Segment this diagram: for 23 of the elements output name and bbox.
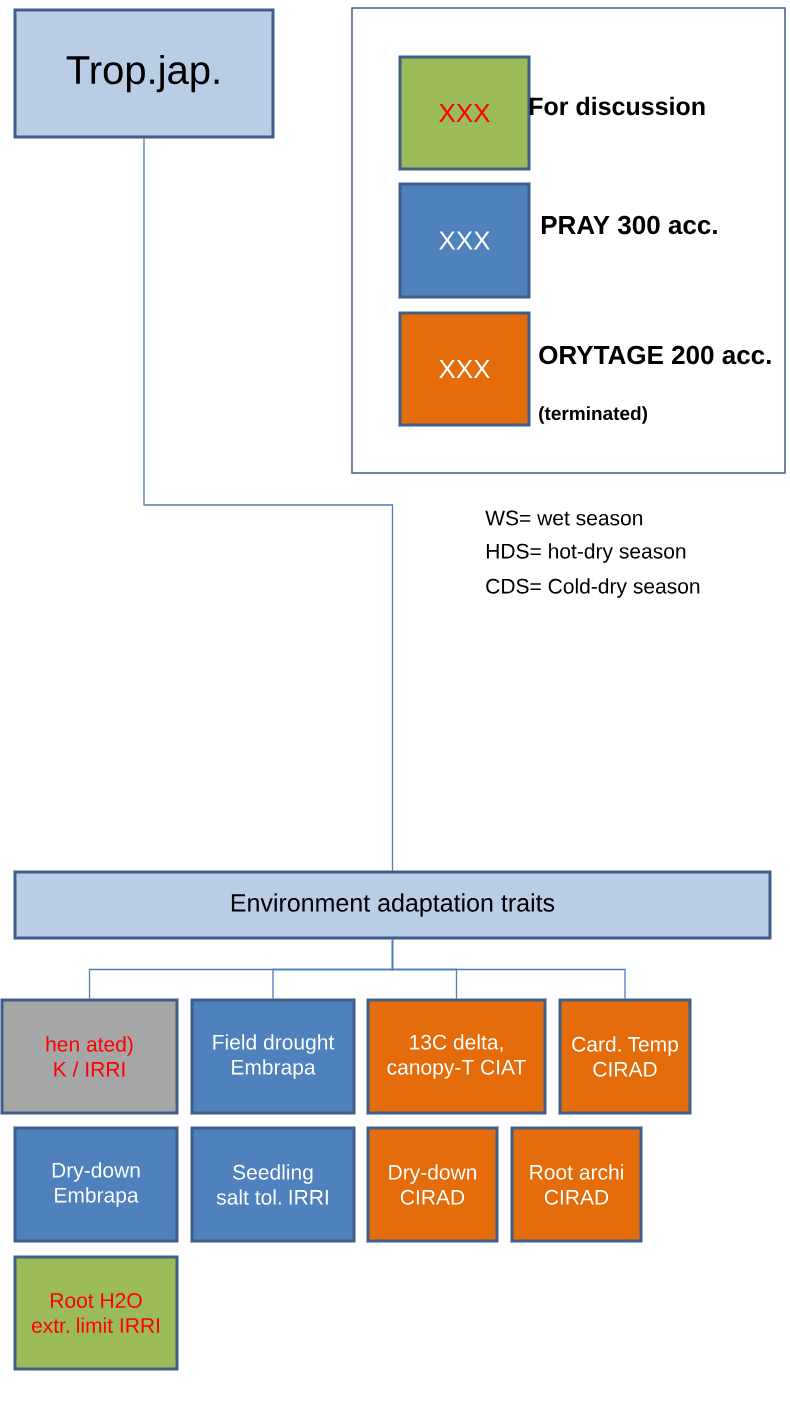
trait-box: Field drought Embrapa (190, 998, 356, 1115)
trait-group-box: Environment adaptation traits (13, 870, 772, 940)
trait-box: Card. Temp CIRAD (558, 998, 692, 1115)
trait-box: Seedling salt tol. IRRI (190, 1126, 356, 1243)
trait-box: hen ated) K / IRRI (0, 998, 179, 1115)
caption-text: (terminated) (539, 406, 648, 424)
connector-line (143, 137, 394, 872)
legend-swatch-box: XXX (398, 182, 531, 299)
legend-swatch-box: XXX (398, 55, 531, 171)
caption-text: PRAY 300 acc. (541, 215, 717, 235)
note-text: HDS= hot-dry season (486, 543, 686, 563)
category-box: Trop.jap. (13, 8, 275, 139)
trait-box: Dry-down Embrapa (13, 1126, 179, 1243)
caption-text: For discussion (529, 96, 705, 116)
trait-box: Root archi CIRAD (510, 1126, 643, 1243)
connector-line (391, 938, 626, 1000)
trait-box: Dry-down CIRAD (366, 1126, 499, 1243)
note-text: CDS= Cold-dry season (486, 578, 700, 598)
note-text: WS= wet season (485, 510, 643, 526)
trait-box: Root H2O extr. limit IRRI (13, 1255, 179, 1371)
trait-box: 13C delta, canopy-T CIAT (366, 998, 547, 1115)
legend-swatch-box: XXX (398, 311, 531, 427)
caption-text: ORYTAGE 200 acc. (539, 345, 771, 365)
